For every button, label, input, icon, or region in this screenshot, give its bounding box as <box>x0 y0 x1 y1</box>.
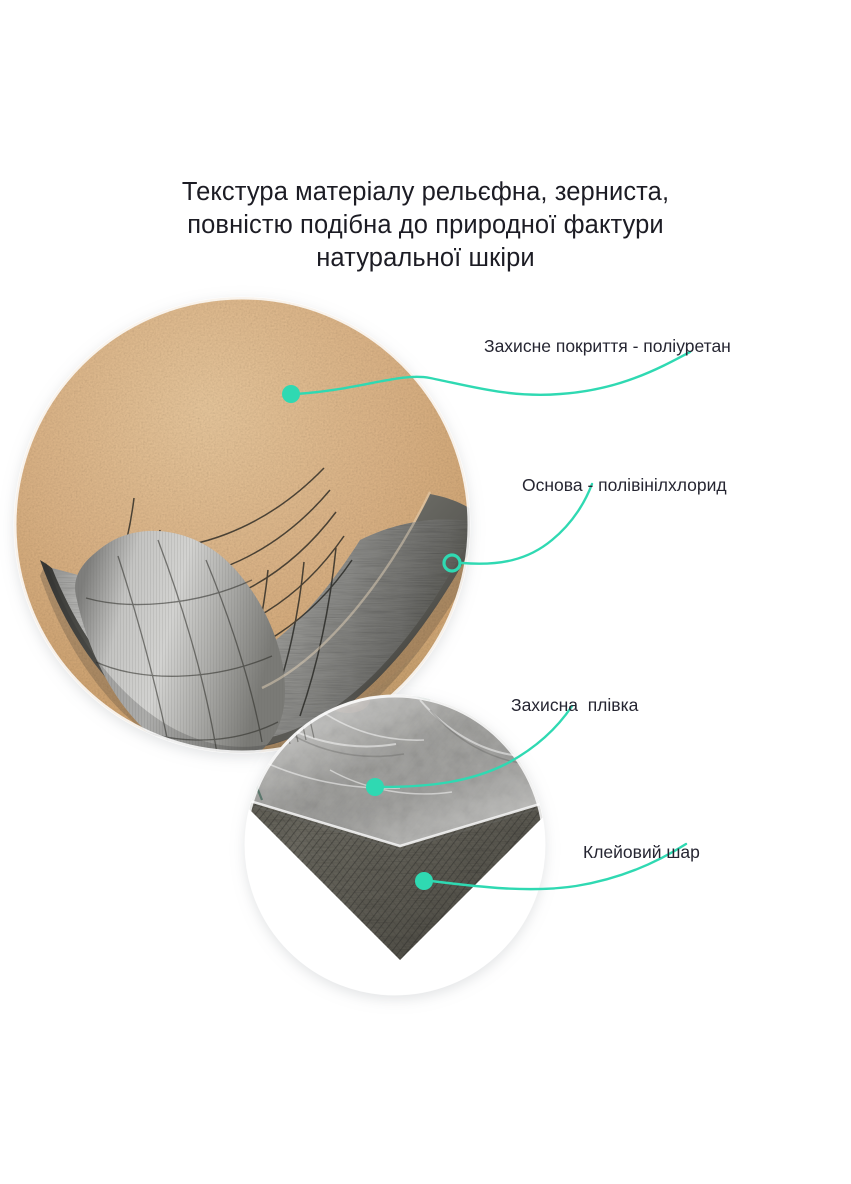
marker-protective-coating[interactable] <box>282 385 300 403</box>
callout-label-protective-film: Захисна плівка <box>511 695 639 715</box>
page-title: Текстура матеріалу рельєфна, зерниста, п… <box>181 178 670 272</box>
callout-markers <box>282 385 462 890</box>
callout-label-protective-coating: Захисне покриття - поліуретан <box>484 336 731 356</box>
connector-base-layer <box>460 482 594 565</box>
callout-label-adhesive-layer: Клейовий шар <box>583 842 700 862</box>
callout-label-base-layer: Основа - полівінілхлорид <box>522 475 727 495</box>
callout-connectors <box>294 350 692 891</box>
adhesive-swatch-content <box>245 695 545 995</box>
connector-protective-coating <box>294 350 692 396</box>
marker-protective-film[interactable] <box>366 778 384 796</box>
leather-swatch-rim <box>13 296 471 754</box>
marker-adhesive-layer[interactable] <box>415 872 433 890</box>
connector-adhesive-layer <box>429 842 688 891</box>
adhesive-swatch-rim <box>244 694 546 996</box>
marker-base-layer[interactable] <box>442 553 462 573</box>
connector-protective-film <box>379 704 574 789</box>
